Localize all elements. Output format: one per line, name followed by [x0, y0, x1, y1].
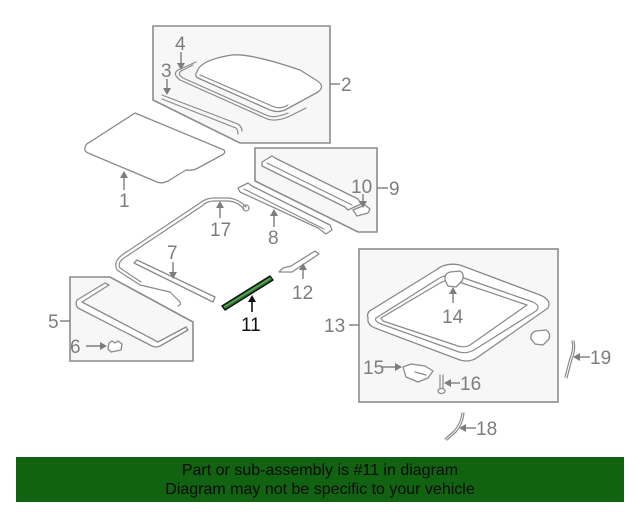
banner-line-part-number: Part or sub-assembly is #11 in diagram [181, 462, 459, 479]
callout-19[interactable]: 19 [590, 348, 611, 369]
part-19: 19 [564, 340, 611, 379]
part-11-highlighted[interactable]: 11 [221, 275, 274, 336]
callout-17[interactable]: 17 [210, 220, 231, 241]
banner-line-disclaimer: Diagram may not be specific to your vehi… [165, 481, 475, 498]
callout-9[interactable]: 9 [389, 179, 400, 200]
callout-7[interactable]: 7 [167, 243, 178, 264]
callout-14[interactable]: 14 [442, 307, 464, 328]
parts-diagram: 2 4 3 1 9 10 [48, 25, 611, 441]
part-17: 17 [115, 197, 250, 307]
part-info-banner: Part or sub-assembly is #11 in diagram D… [16, 457, 624, 502]
callout-8[interactable]: 8 [268, 228, 279, 249]
part-1: 1 [84, 112, 226, 212]
part-group-13: 13 14 15 16 [324, 248, 559, 403]
part-12: 12 [278, 250, 320, 304]
callout-5[interactable]: 5 [48, 312, 59, 333]
callout-11[interactable]: 11 [241, 315, 261, 336]
callout-6[interactable]: 6 [70, 337, 81, 358]
callout-16[interactable]: 16 [460, 374, 481, 395]
callout-12[interactable]: 12 [292, 283, 313, 304]
part-group-2: 2 4 3 [152, 25, 352, 144]
part-7: 7 [133, 243, 216, 303]
callout-2[interactable]: 2 [341, 75, 352, 96]
callout-1[interactable]: 1 [119, 191, 130, 212]
part-group-9: 9 10 [254, 147, 400, 233]
part-8: 8 [237, 182, 333, 249]
part-group-5: 5 6 [48, 276, 194, 362]
callout-15[interactable]: 15 [363, 358, 384, 379]
callout-3[interactable]: 3 [161, 61, 172, 82]
part-18: 18 [444, 412, 497, 441]
callout-10[interactable]: 10 [351, 177, 372, 198]
callout-18[interactable]: 18 [476, 419, 497, 440]
callout-4[interactable]: 4 [175, 34, 186, 55]
callout-13[interactable]: 13 [324, 316, 345, 337]
